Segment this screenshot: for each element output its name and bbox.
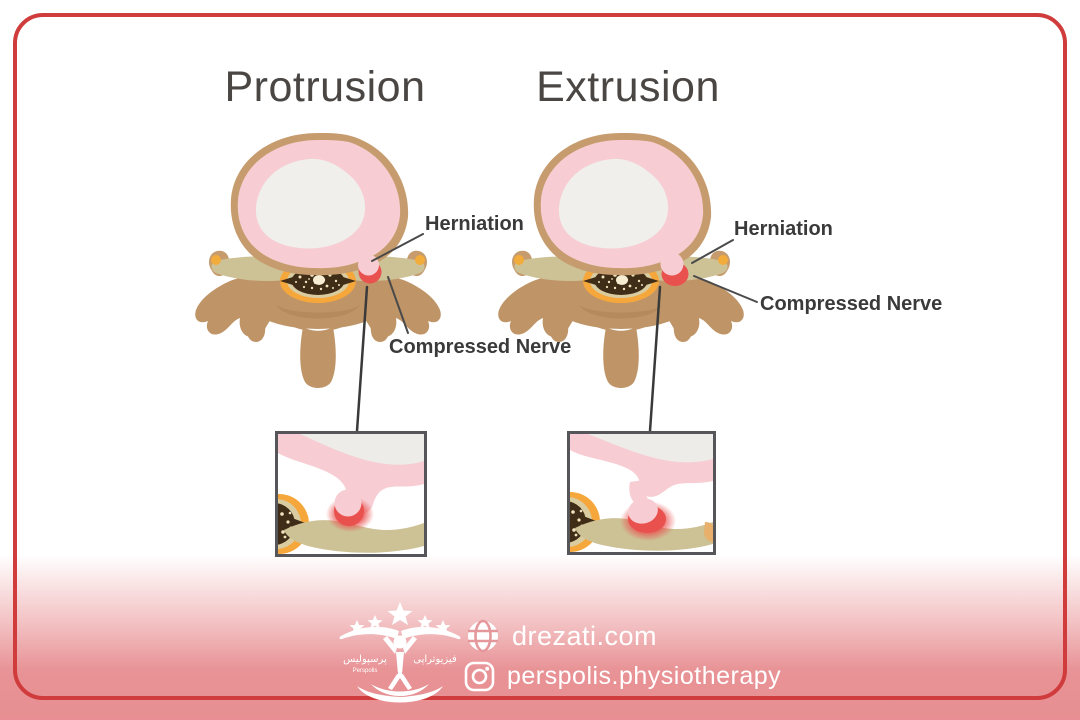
label-compressed-nerve-protrusion: Compressed Nerve — [389, 336, 572, 358]
logo-text-en: Perspolis — [353, 668, 378, 674]
label-herniation-protrusion: Herniation — [425, 213, 524, 235]
inset-protrusion-zoom — [275, 431, 427, 557]
logo-text-fa-left: پرسپولیس — [343, 654, 387, 665]
herniation-bump — [660, 252, 689, 286]
label-herniation-extrusion: Herniation — [734, 218, 833, 240]
website-row: drezati.com — [466, 619, 657, 653]
website-text: drezati.com — [512, 620, 658, 651]
protrusion-zoom-art — [278, 434, 424, 554]
card-frame — [13, 13, 1067, 700]
perspolis-physiotherapy-logo: پرسپولیس فیزیوتراپی Perspolis — [339, 602, 461, 703]
title-protrusion: Protrusion — [224, 63, 426, 111]
footer: پرسپولیس فیزیوتراپی Perspolis drezati.co… — [0, 596, 1080, 720]
instagram-icon — [464, 661, 495, 692]
inset-extrusion-zoom — [567, 431, 716, 555]
logo-text-fa-right: فیزیوتراپی — [413, 654, 457, 665]
title-extrusion: Extrusion — [536, 63, 720, 111]
globe-icon — [468, 619, 498, 653]
label-compressed-nerve-extrusion: Compressed Nerve — [760, 293, 943, 315]
vertebra-diagram-extrusion — [498, 133, 744, 388]
extrusion-zoom-art — [570, 434, 713, 552]
instagram-handle: perspolis.physiotherapy — [507, 662, 782, 690]
instagram-row: perspolis.physiotherapy — [464, 661, 781, 692]
